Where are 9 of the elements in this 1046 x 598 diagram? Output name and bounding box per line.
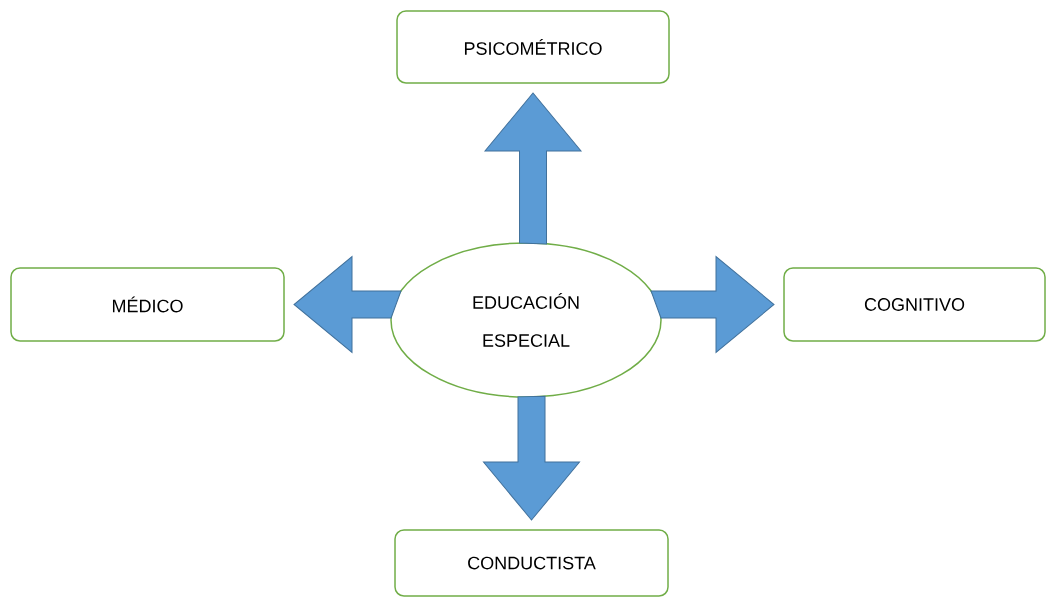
process-box: MÉDICO (10, 267, 285, 342)
block-arrow (484, 92, 582, 245)
block-arrow (483, 395, 580, 521)
process-box: CONDUCTISTA (394, 529, 669, 597)
ellipse-node: EDUCACIÓN ESPECIAL (390, 242, 662, 398)
block-arrow (650, 256, 775, 353)
block-arrow (293, 256, 402, 353)
process-box: COGNITIVO (783, 267, 1046, 342)
process-box: PSICOMÉTRICO (396, 10, 670, 84)
